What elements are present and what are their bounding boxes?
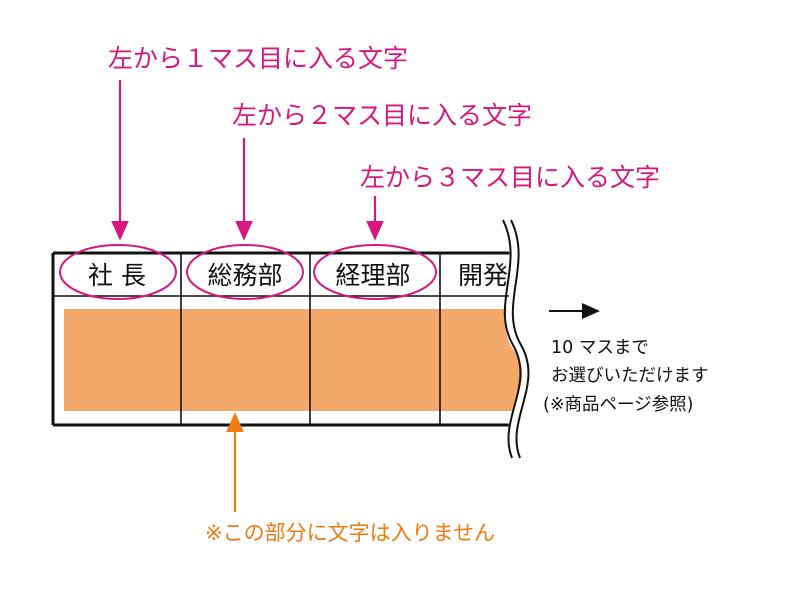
highlight-ellipse-3: [313, 244, 437, 300]
break-line-left: [502, 219, 522, 459]
side-note-line-1: 10 マスまで: [551, 338, 649, 358]
cell-4-text: 開発: [458, 261, 508, 290]
label-second-cell: 左から２マス目に入る文字: [232, 101, 532, 130]
cell-3-text: 経理部: [335, 261, 410, 290]
highlight-ellipse-1: [59, 244, 177, 300]
no-text-area: [64, 309, 523, 411]
cell-1-text: 社 長: [88, 261, 146, 290]
side-note-line-3: (※商品ページ参照): [543, 395, 693, 415]
cell-2-text: 総務部: [207, 261, 282, 290]
highlight-ellipse-2: [186, 244, 304, 300]
break-line-right: [510, 219, 530, 459]
nameplate-table: 社 長 総務部 経理部 開発: [51, 251, 523, 427]
label-first-cell: 左から１マス目に入る文字: [108, 44, 408, 73]
side-note-line-2: お選びいただけます: [551, 366, 709, 386]
no-text-note: ※この部分に文字は入りません: [205, 521, 495, 545]
label-third-cell: 左から３マス目に入る文字: [360, 163, 660, 192]
